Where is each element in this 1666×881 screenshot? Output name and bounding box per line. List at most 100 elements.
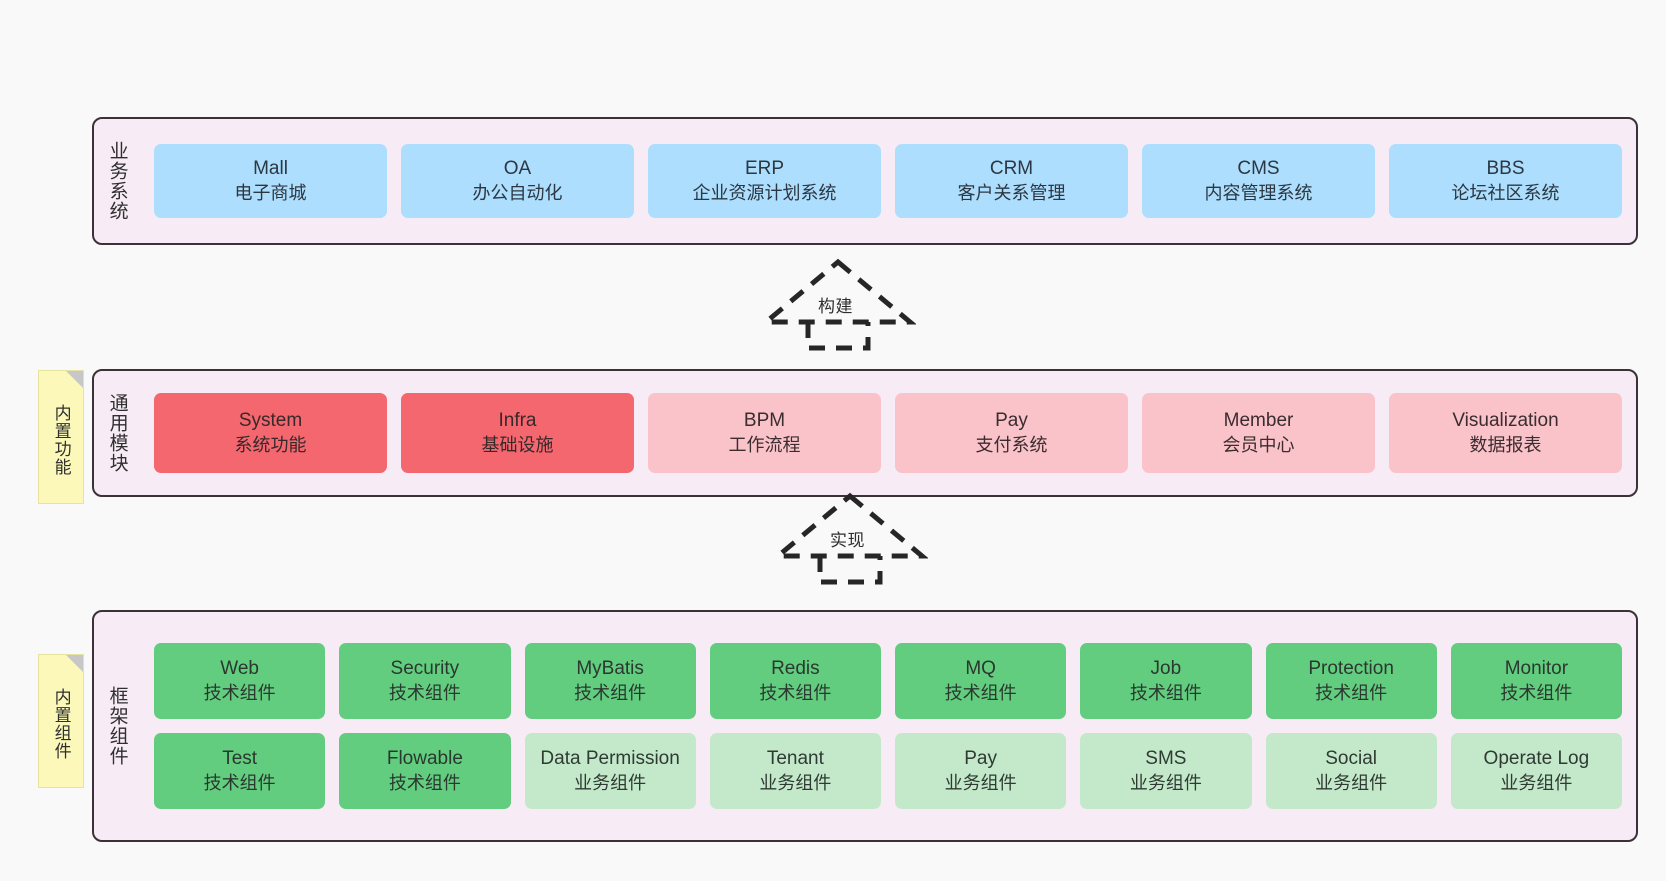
card-subtitle: 企业资源计划系统 <box>692 182 837 203</box>
card-title: Data Permission <box>540 747 680 769</box>
card-title: Flowable <box>386 747 463 769</box>
connector-realize-label: 实现 <box>830 531 865 550</box>
card-subtitle: 会员中心 <box>1222 434 1295 455</box>
card-job[interactable]: Job 技术组件 <box>1080 643 1252 719</box>
card-title: Mall <box>253 157 288 179</box>
card-subtitle: 技术组件 <box>944 682 1017 703</box>
card-sms[interactable]: SMS 业务组件 <box>1080 733 1252 809</box>
card-subtitle: 业务组件 <box>1129 772 1202 793</box>
card-title: Job <box>1150 657 1182 679</box>
card-subtitle: 电子商城 <box>234 182 307 203</box>
layer-body-business-system: Mall 电子商城 OA 办公自动化 ERP 企业资源计划系统 CRM 客户关系… <box>140 119 1636 243</box>
card-title: CMS <box>1237 157 1280 179</box>
card-subtitle: 办公自动化 <box>472 182 563 203</box>
layer-title-framework-component: 框架组件 <box>106 686 128 766</box>
card-crm[interactable]: CRM 客户关系管理 <box>895 144 1128 218</box>
card-title: Social <box>1325 747 1377 769</box>
card-title: OA <box>503 157 532 179</box>
card-visualization[interactable]: Visualization 数据报表 <box>1389 393 1622 473</box>
card-subtitle: 技术组件 <box>203 772 276 793</box>
card-tenant[interactable]: Tenant 业务组件 <box>709 733 881 809</box>
note-builtin-function: 内置功能 <box>38 370 84 504</box>
card-row: System 系统功能 Infra 基础设施 BPM 工作流程 Pay 支付系统… <box>154 393 1622 473</box>
card-mall[interactable]: Mall 电子商城 <box>154 144 387 218</box>
layer-body-framework-component: Web 技术组件 Security 技术组件 MyBatis 技术组件 Redi… <box>140 612 1636 840</box>
layer-title-common-module: 通用模块 <box>106 393 128 473</box>
card-mq[interactable]: MQ 技术组件 <box>895 643 1067 719</box>
card-title: System <box>238 409 303 431</box>
card-operate-log[interactable]: Operate Log 业务组件 <box>1450 733 1622 809</box>
card-subtitle: 技术组件 <box>388 772 461 793</box>
card-title: Monitor <box>1504 657 1569 679</box>
card-subtitle: 业务组件 <box>1500 772 1573 793</box>
card-system[interactable]: System 系统功能 <box>154 393 387 473</box>
connector-realize-arrow <box>772 492 928 585</box>
layer-title-business-system: 业务系统 <box>106 141 128 221</box>
card-title: Operate Log <box>1483 747 1590 769</box>
card-flowable[interactable]: Flowable 技术组件 <box>339 733 511 809</box>
card-row: Test 技术组件 Flowable 技术组件 Data Permission … <box>154 733 1622 809</box>
card-web[interactable]: Web 技术组件 <box>154 643 326 719</box>
card-pay-component[interactable]: Pay 业务组件 <box>895 733 1067 809</box>
card-subtitle: 基础设施 <box>481 434 554 455</box>
card-subtitle: 业务组件 <box>574 772 647 793</box>
card-subtitle: 技术组件 <box>574 682 647 703</box>
card-subtitle: 业务组件 <box>944 772 1017 793</box>
card-bbs[interactable]: BBS 论坛社区系统 <box>1389 144 1622 218</box>
card-title: BBS <box>1486 157 1525 179</box>
card-subtitle: 技术组件 <box>203 682 276 703</box>
layer-framework-component: 框架组件 Web 技术组件 Security 技术组件 MyBatis 技术组件… <box>92 610 1638 842</box>
card-title: Visualization <box>1452 409 1559 431</box>
card-title: MQ <box>965 657 996 679</box>
card-title: Pay <box>964 747 997 769</box>
card-subtitle: 工作流程 <box>728 434 801 455</box>
card-mybatis[interactable]: MyBatis 技术组件 <box>524 643 696 719</box>
card-title: Member <box>1223 409 1294 431</box>
card-redis[interactable]: Redis 技术组件 <box>709 643 881 719</box>
card-subtitle: 内容管理系统 <box>1204 182 1313 203</box>
card-subtitle: 论坛社区系统 <box>1451 182 1560 203</box>
card-title: Infra <box>498 409 537 431</box>
connector-build-arrow <box>760 258 916 351</box>
card-subtitle: 支付系统 <box>975 434 1048 455</box>
card-title: SMS <box>1145 747 1187 769</box>
card-title: Tenant <box>766 747 824 769</box>
card-member[interactable]: Member 会员中心 <box>1142 393 1375 473</box>
card-title: Redis <box>771 657 820 679</box>
card-title: MyBatis <box>576 657 644 679</box>
card-subtitle: 客户关系管理 <box>957 182 1066 203</box>
card-erp[interactable]: ERP 企业资源计划系统 <box>648 144 881 218</box>
card-title: BPM <box>743 409 786 431</box>
card-subtitle: 技术组件 <box>1315 682 1388 703</box>
card-data-permission[interactable]: Data Permission 业务组件 <box>524 733 696 809</box>
card-protection[interactable]: Protection 技术组件 <box>1265 643 1437 719</box>
card-infra[interactable]: Infra 基础设施 <box>401 393 634 473</box>
card-subtitle: 技术组件 <box>1129 682 1202 703</box>
card-social[interactable]: Social 业务组件 <box>1265 733 1437 809</box>
card-subtitle: 技术组件 <box>1500 682 1573 703</box>
layer-common-module: 通用模块 System 系统功能 Infra 基础设施 BPM 工作流程 Pay… <box>92 369 1638 497</box>
card-row: Mall 电子商城 OA 办公自动化 ERP 企业资源计划系统 CRM 客户关系… <box>154 144 1622 218</box>
card-title: Protection <box>1308 657 1394 679</box>
card-monitor[interactable]: Monitor 技术组件 <box>1450 643 1622 719</box>
card-bpm[interactable]: BPM 工作流程 <box>648 393 881 473</box>
card-security[interactable]: Security 技术组件 <box>339 643 511 719</box>
layer-business-system: 业务系统 Mall 电子商城 OA 办公自动化 ERP 企业资源计划系统 CRM… <box>92 117 1638 245</box>
card-title: CRM <box>989 157 1034 179</box>
card-row: Web 技术组件 Security 技术组件 MyBatis 技术组件 Redi… <box>154 643 1622 719</box>
card-subtitle: 技术组件 <box>388 682 461 703</box>
card-title: Test <box>222 747 258 769</box>
card-cms[interactable]: CMS 内容管理系统 <box>1142 144 1375 218</box>
layer-body-common-module: System 系统功能 Infra 基础设施 BPM 工作流程 Pay 支付系统… <box>140 371 1636 495</box>
connector-build-label: 构建 <box>818 297 853 316</box>
card-subtitle: 数据报表 <box>1469 434 1542 455</box>
card-test[interactable]: Test 技术组件 <box>154 733 326 809</box>
card-subtitle: 业务组件 <box>1315 772 1388 793</box>
card-title: Web <box>220 657 259 679</box>
card-title: Security <box>390 657 460 679</box>
card-pay-module[interactable]: Pay 支付系统 <box>895 393 1128 473</box>
card-title: Pay <box>995 409 1028 431</box>
card-oa[interactable]: OA 办公自动化 <box>401 144 634 218</box>
card-title: ERP <box>744 157 785 179</box>
